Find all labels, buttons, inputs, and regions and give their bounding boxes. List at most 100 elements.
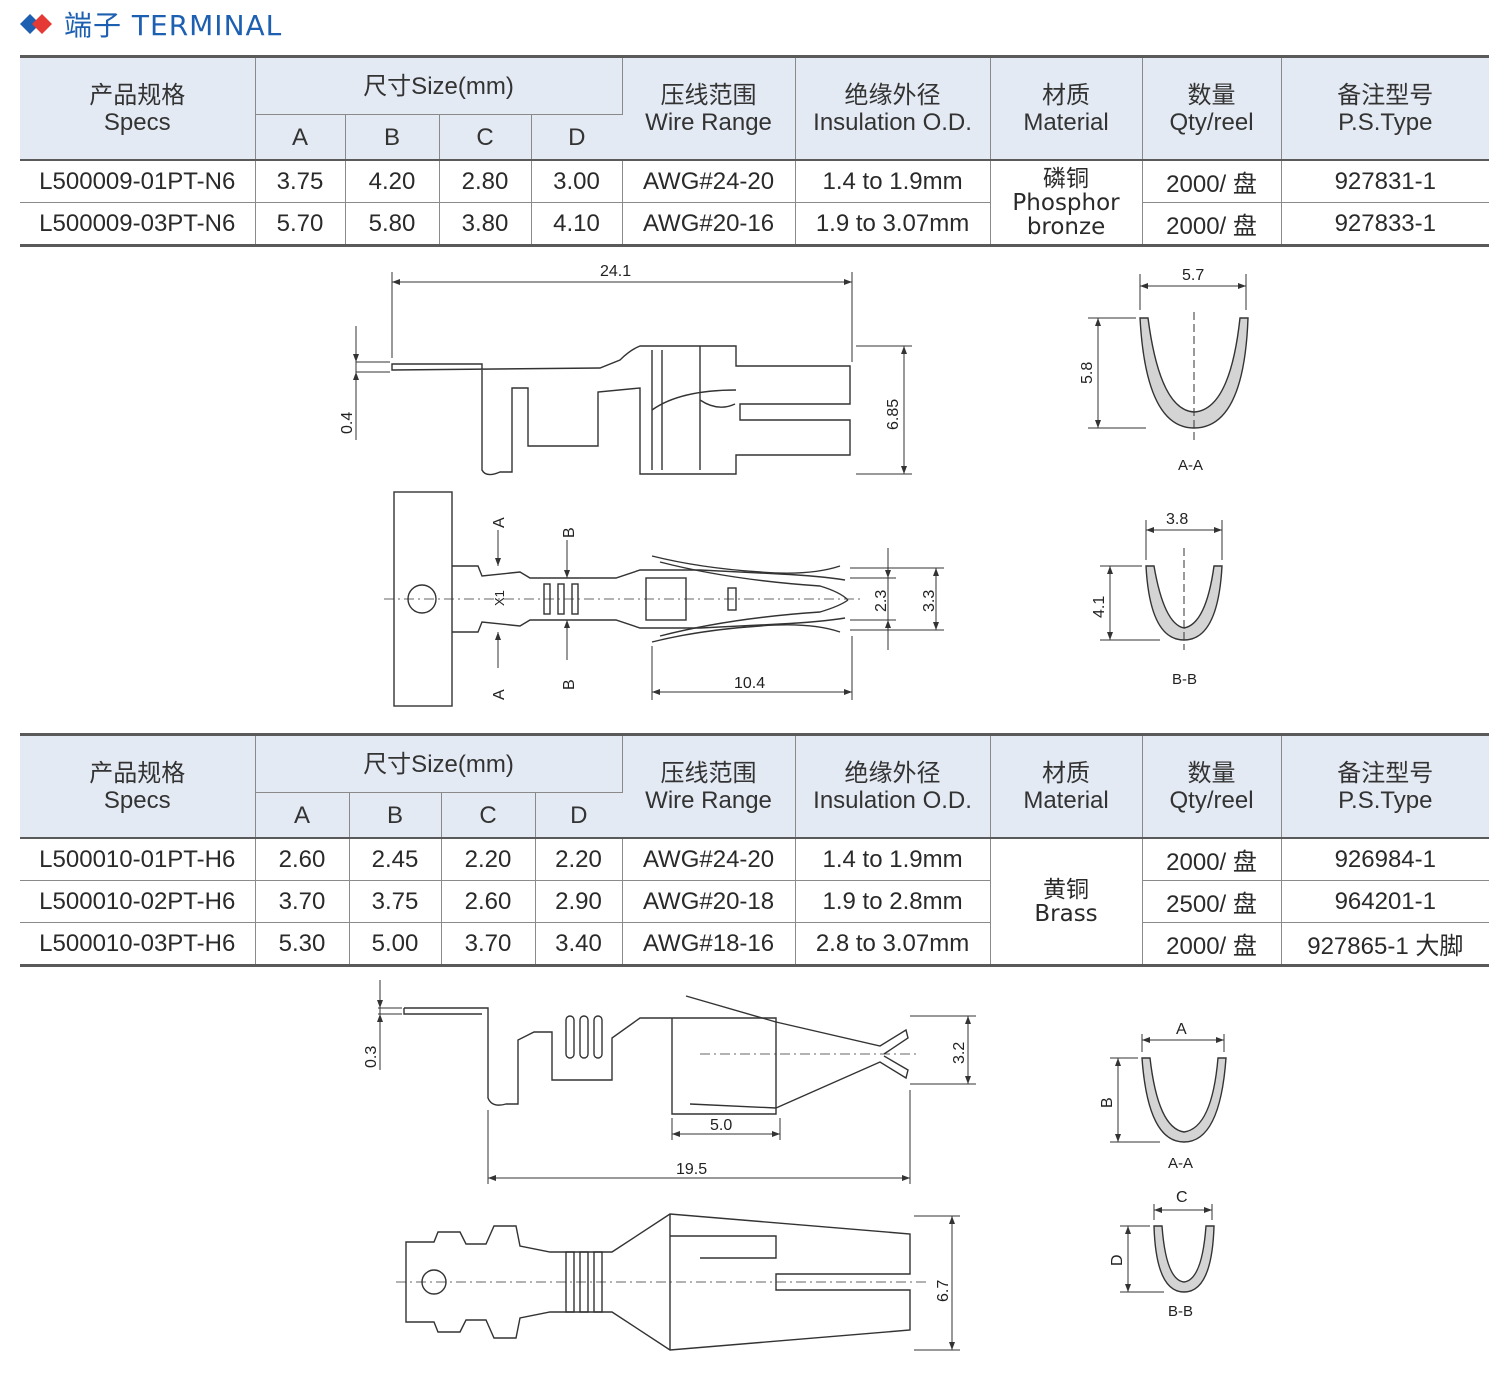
table-row: L500010-01PT-H6 2.60 2.45 2.20 2.20 AWG#… [20,838,1490,967]
cell-spec: L500009-01PT-N6 [20,160,256,203]
header-d: D [535,792,623,838]
dim-width-inner: 2.3 [873,590,890,612]
section-b-height: 4.1 [1091,596,1108,618]
section-b-label: B-B [1172,671,1197,688]
cell-a: 3.75 [255,160,346,203]
cell-a: 2.60 [255,838,350,881]
dim-thickness: 0.3 [363,1046,380,1068]
cell-c: 2.80 [439,160,532,203]
cell-qty: 2000/ 盘 [1142,202,1282,247]
header-size: 尺寸Size(mm) [255,56,623,115]
cell-a: 5.70 [255,202,346,247]
cell-d: 2.90 [535,880,623,923]
header-a: A [255,792,350,838]
cell-qty: 2000/ 盘 [1142,922,1282,967]
dim-height: 3.2 [951,1042,968,1064]
cell-wire: AWG#20-18 [622,880,796,923]
dim-length: 24.1 [600,263,631,280]
cell-spec: L500009-03PT-N6 [20,202,256,247]
section-b-mark: C [1176,1189,1188,1206]
dim-length: 19.5 [676,1161,707,1178]
header-b: B [345,114,440,160]
header-b: B [349,792,442,838]
table-row: L500010-03PT-H6 5.30 5.00 3.70 3.40 AWG#… [20,922,1490,967]
dim-width: 6.7 [935,1280,952,1302]
cell-b: 5.00 [349,922,442,967]
section-b-mark-d: D [1109,1254,1126,1266]
cell-c: 2.20 [441,838,536,881]
section-a-height: 5.8 [1079,362,1096,384]
cell-b: 2.45 [349,838,442,881]
cell-wire: AWG#24-20 [622,838,796,881]
table-row: L500009-03PT-N6 5.70 5.80 3.80 4.10 AWG#… [20,202,1490,247]
cell-c: 3.80 [439,202,532,247]
cell-ps-type: 927833-1 [1281,202,1490,247]
section-a-width: 5.7 [1182,267,1204,284]
cell-qty: 2000/ 盘 [1142,838,1282,881]
section-b-label: B-B [1168,1303,1193,1320]
cell-ps-type: 964201-1 [1281,880,1490,923]
header-a: A [255,114,346,160]
section-mark-b-top: B [561,527,578,538]
dim-thickness: 0.4 [339,412,356,434]
cell-wire: AWG#20-16 [622,202,796,247]
cell-c: 3.70 [441,922,536,967]
cell-wire: AWG#24-20 [622,160,796,203]
cell-a: 3.70 [255,880,350,923]
cell-b: 5.80 [345,202,440,247]
cell-ps-type: 926984-1 [1281,838,1490,881]
cell-ps-type: 927831-1 [1281,160,1490,203]
header-size: 尺寸Size(mm) [255,734,623,793]
cell-spec: L500010-03PT-H6 [20,922,256,967]
table-row: L500010-02PT-H6 3.70 3.75 2.60 2.90 AWG#… [20,880,1490,923]
cell-insulation: 1.4 to 1.9mm [795,838,991,881]
page-title: 端子 TERMINAL [64,9,283,42]
header-c: C [441,792,536,838]
cell-c: 2.60 [441,880,536,923]
cell-d: 2.20 [535,838,623,881]
header-d: D [531,114,623,160]
cell-wire: AWG#18-16 [622,922,796,967]
section-a-mark-b: B [1099,1097,1116,1108]
section-a-label: A-A [1168,1155,1193,1172]
mark-x1: X1 [492,590,507,606]
cell-qty: 2000/ 盘 [1142,160,1282,203]
terminal-drawing-1: 24.1 0.4 6.85 A A B B X [339,263,1249,707]
cell-spec: L500010-02PT-H6 [20,880,256,923]
section-title: 端子 TERMINAL [20,6,282,42]
terminal-drawing-2: 0.3 3.2 5.0 19.5 6.7 A B A-A [363,980,1227,1351]
section-mark-a-top: A [491,517,508,528]
section-b-width: 3.8 [1166,511,1188,528]
section-a-mark: A [1176,1021,1187,1038]
cell-ps-type: 927865-1 大脚 [1281,922,1490,967]
cell-a: 5.30 [255,922,350,967]
cell-qty: 2500/ 盘 [1142,880,1282,923]
cell-b: 3.75 [349,880,442,923]
cell-d: 3.00 [531,160,623,203]
dim-contact-length: 10.4 [734,675,765,692]
cell-insulation: 1.9 to 3.07mm [795,202,991,247]
section-a-label: A-A [1178,457,1203,474]
cell-b: 4.20 [345,160,440,203]
section-mark-a-bottom: A [491,689,508,700]
cell-d: 4.10 [531,202,623,247]
section-mark-b-bottom: B [561,679,578,690]
dim-width-outer: 3.3 [921,590,938,612]
dim-height: 6.85 [885,399,902,430]
cell-insulation: 1.4 to 1.9mm [795,160,991,203]
cell-spec: L500010-01PT-H6 [20,838,256,881]
diamond-logo-icon [20,14,52,34]
